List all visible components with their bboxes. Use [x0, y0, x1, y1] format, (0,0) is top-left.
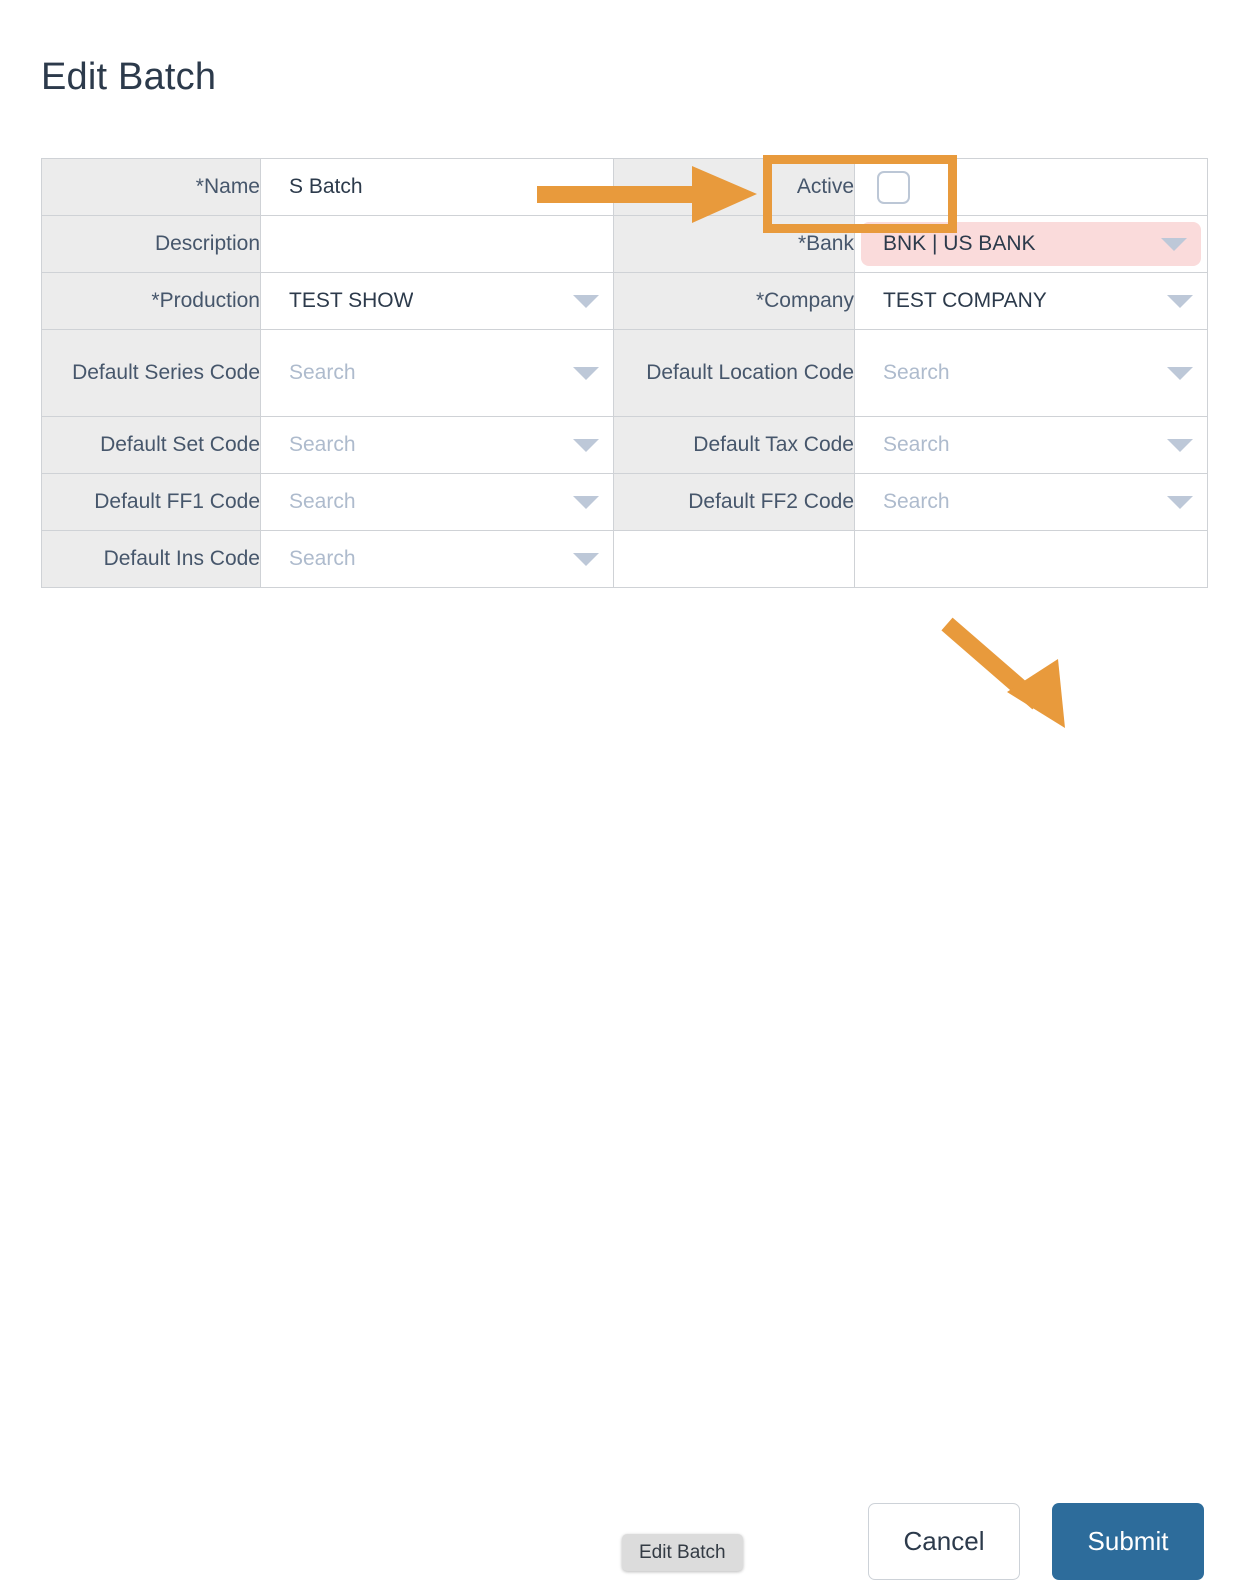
active-checkbox[interactable] [877, 170, 910, 204]
field-label-default-ff1-code: Default FF1 Code [41, 473, 261, 531]
edit-batch-form-table: *Name S Batch Active Description *Bank [41, 158, 1208, 588]
field-default-ins-code[interactable]: Search [260, 530, 614, 588]
field-label-default-location-code: Default Location Code [613, 329, 855, 417]
field-default-tax-code[interactable]: Search [854, 416, 1208, 474]
field-company[interactable]: TEST COMPANY [854, 272, 1208, 330]
table-row: *Production TEST SHOW *Company TEST COMP… [41, 272, 1208, 330]
empty-cell [613, 530, 855, 588]
footer-actions: Edit Batch Cancel Submit [0, 750, 1250, 1580]
field-label-default-tax-code: Default Tax Code [613, 416, 855, 474]
field-name[interactable]: S Batch [260, 158, 614, 216]
table-row: *Name S Batch Active [41, 158, 1208, 216]
arrow-diagonal-to-submit-icon [941, 617, 1065, 728]
page-title: Edit Batch [41, 56, 217, 99]
chevron-down-icon[interactable] [573, 438, 599, 452]
field-description[interactable] [260, 215, 614, 273]
field-company-value: TEST COMPANY [883, 289, 1047, 312]
table-row: Default FF1 Code Search Default FF2 Code… [41, 473, 1208, 531]
field-active[interactable] [854, 158, 1208, 216]
chevron-down-icon[interactable] [1167, 495, 1193, 509]
field-label-default-ins-code: Default Ins Code [41, 530, 261, 588]
field-default-series-code[interactable]: Search [260, 329, 614, 417]
field-bank-value: BNK | US BANK [883, 232, 1036, 255]
field-default-location-code-placeholder: Search [883, 361, 950, 384]
chevron-down-icon[interactable] [1167, 294, 1193, 308]
field-label-name: *Name [41, 158, 261, 216]
field-label-description: Description [41, 215, 261, 273]
field-label-company: *Company [613, 272, 855, 330]
chevron-down-icon[interactable] [573, 552, 599, 566]
field-production-value: TEST SHOW [289, 289, 414, 312]
field-default-location-code[interactable]: Search [854, 329, 1208, 417]
field-default-ff1-code[interactable]: Search [260, 473, 614, 531]
table-row: Default Ins Code Search [41, 530, 1208, 588]
table-row: Description *Bank BNK | US BANK [41, 215, 1208, 273]
field-bank[interactable]: BNK | US BANK [854, 215, 1208, 273]
field-default-tax-code-placeholder: Search [883, 433, 950, 456]
field-default-ff2-code-placeholder: Search [883, 490, 950, 513]
field-bank-error-background: BNK | US BANK [861, 222, 1201, 266]
cancel-button[interactable]: Cancel [868, 1503, 1020, 1580]
field-production[interactable]: TEST SHOW [260, 272, 614, 330]
edit-batch-tooltip: Edit Batch [622, 1534, 743, 1571]
field-label-bank: *Bank [613, 215, 855, 273]
field-label-production: *Production [41, 272, 261, 330]
chevron-down-icon[interactable] [1161, 237, 1187, 251]
field-label-default-ff2-code: Default FF2 Code [613, 473, 855, 531]
submit-button[interactable]: Submit [1052, 1503, 1204, 1580]
chevron-down-icon[interactable] [573, 294, 599, 308]
field-label-default-set-code: Default Set Code [41, 416, 261, 474]
field-default-series-code-placeholder: Search [289, 361, 356, 384]
field-default-ff1-code-placeholder: Search [289, 490, 356, 513]
field-default-ff2-code[interactable]: Search [854, 473, 1208, 531]
field-default-set-code-placeholder: Search [289, 433, 356, 456]
chevron-down-icon[interactable] [1167, 438, 1193, 452]
chevron-down-icon[interactable] [1167, 366, 1193, 380]
field-name-value: S Batch [289, 175, 363, 198]
chevron-down-icon[interactable] [573, 495, 599, 509]
table-row: Default Set Code Search Default Tax Code… [41, 416, 1208, 474]
field-label-default-series-code: Default Series Code [41, 329, 261, 417]
table-row: Default Series Code Search Default Locat… [41, 329, 1208, 417]
field-label-active: Active [613, 158, 855, 216]
chevron-down-icon[interactable] [573, 366, 599, 380]
empty-cell [854, 530, 1208, 588]
field-default-set-code[interactable]: Search [260, 416, 614, 474]
field-default-ins-code-placeholder: Search [289, 547, 356, 570]
